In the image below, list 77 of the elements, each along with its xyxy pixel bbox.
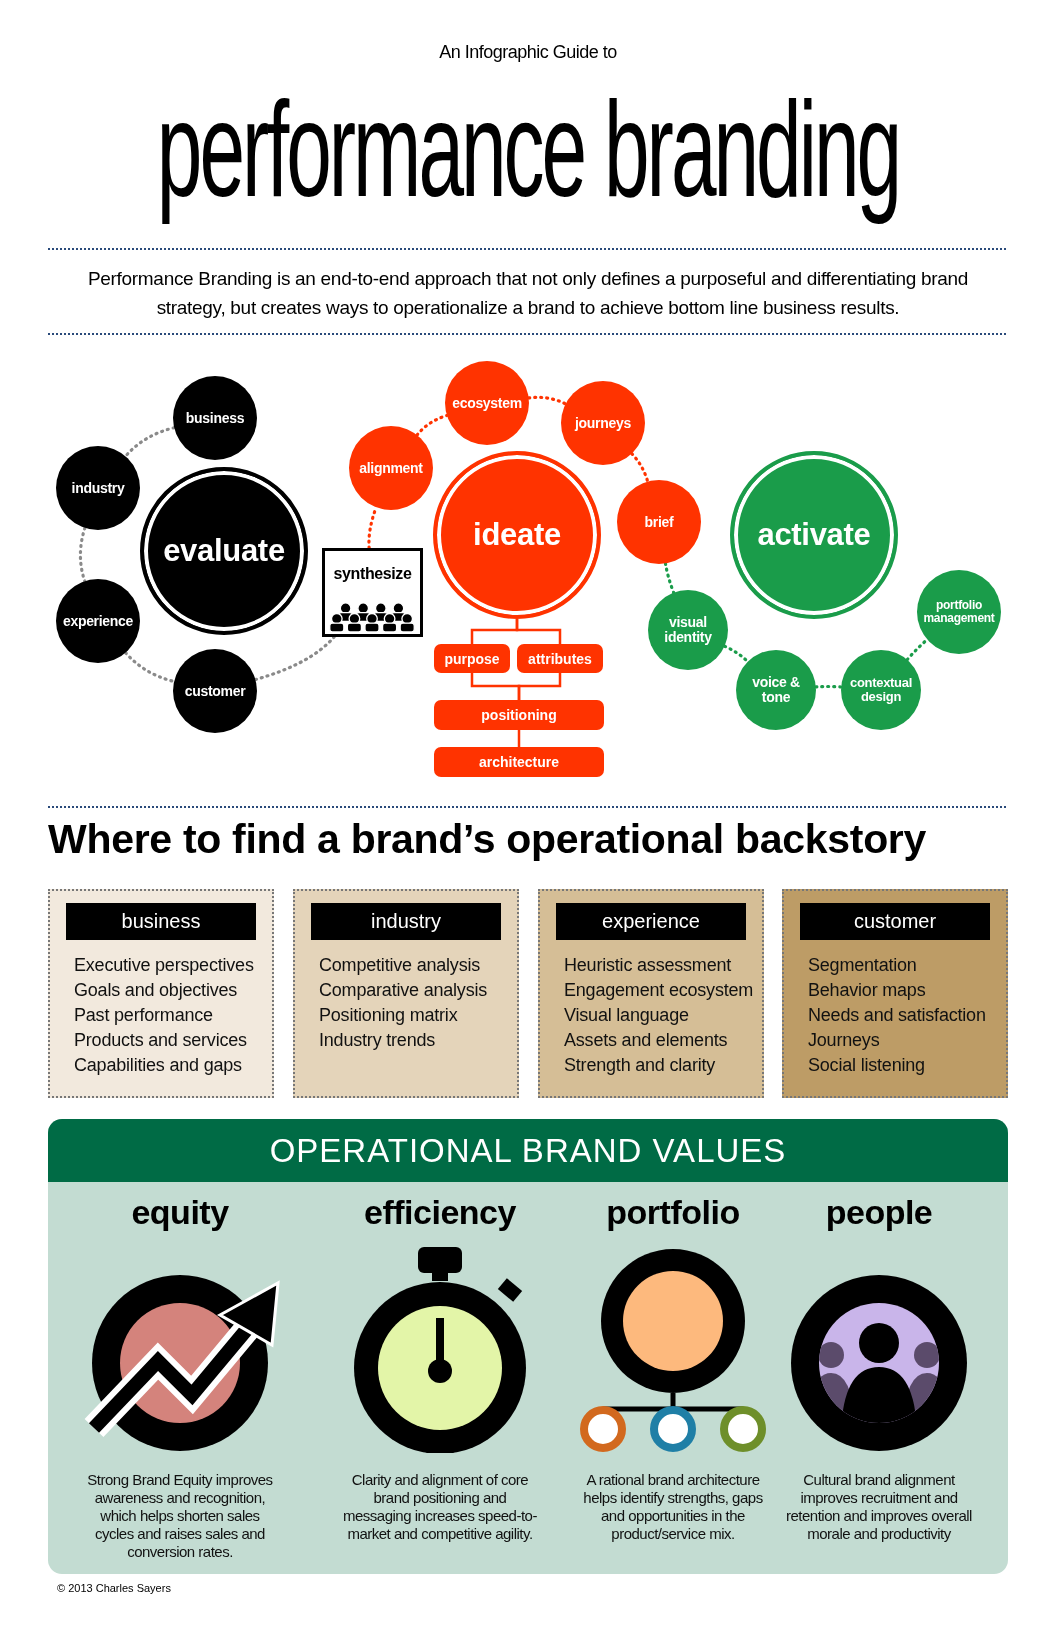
card-header: customer xyxy=(800,903,990,940)
connector xyxy=(515,619,562,644)
card-header: business xyxy=(66,903,256,940)
list-item: Segmentation xyxy=(808,955,917,976)
circle-node: business xyxy=(173,376,257,460)
subtitle-text: An Infographic Guide to xyxy=(438,42,618,63)
list-item: Goals and objectives xyxy=(74,980,238,1001)
process-pill: positioning xyxy=(434,700,604,730)
circle-node: voice & tone xyxy=(736,650,816,730)
circle-node: journeys xyxy=(561,381,645,465)
dotted-connector xyxy=(123,426,176,458)
circle-node: evaluate xyxy=(140,467,308,635)
list-item: Heuristic assessment xyxy=(564,955,732,976)
list-item: Assets and elements xyxy=(564,1030,728,1051)
circle-node: visual identity xyxy=(648,590,728,670)
connector xyxy=(517,673,562,700)
info-card xyxy=(293,889,519,1098)
description-text: Clarity and alignment of core brand positioning and messaging increases speed-to-market and competitive agility. xyxy=(343,1471,537,1543)
column-title: people xyxy=(824,1193,934,1232)
column-title: portfolio xyxy=(605,1193,741,1232)
list-item: Positioning matrix xyxy=(319,1005,458,1026)
panel-header: OPERATIONAL BRAND VALUES xyxy=(48,1119,1008,1182)
dotted-connector xyxy=(415,413,449,437)
dotted-connector xyxy=(663,561,676,595)
card-header: experience xyxy=(556,903,746,940)
circle-node: industry xyxy=(56,446,140,530)
process-pill: architecture xyxy=(434,747,604,777)
process-pill: purpose xyxy=(434,644,510,673)
list-item: Competitive analysis xyxy=(319,955,481,976)
title-text: performance branding xyxy=(155,74,901,226)
info-card xyxy=(48,889,274,1098)
connector xyxy=(517,730,521,747)
description-text: Strong Brand Equity improves awareness and recognition, which helps shorten sales cycles and raises sales and conversion rates. xyxy=(86,1471,274,1561)
circle-node: alignment xyxy=(349,426,433,510)
info-card xyxy=(782,889,1008,1098)
list-item: Comparative analysis xyxy=(319,980,488,1001)
dotted-connector xyxy=(78,526,87,583)
list-item: Products and services xyxy=(74,1030,247,1051)
description-text: Cultural brand alignment improves recruitment and retention and improves overall morale and productivity xyxy=(785,1471,973,1543)
process-pill: attributes xyxy=(517,644,603,673)
values-panel xyxy=(48,1119,1008,1574)
dotted-connector xyxy=(905,637,929,662)
intro-paragraph: Performance Branding is an end-to-end approach that not only defines a purposeful and differentiating brand strategy, but creates ways to operationalize a brand to achieve bottom line business results. xyxy=(86,267,970,320)
list-item: Strength and clarity xyxy=(564,1055,716,1076)
circle-node: activate xyxy=(730,451,898,619)
list-item: Needs and satisfaction xyxy=(808,1005,986,1026)
description-text: A rational brand architecture helps identify strengths, gaps and opportunities in the product/service mix. xyxy=(582,1471,764,1543)
list-item: Social listening xyxy=(808,1055,925,1076)
circle-node: brief xyxy=(617,480,701,564)
process-box xyxy=(322,548,423,637)
circle-node: ideate xyxy=(433,451,601,619)
dotted-connector xyxy=(124,651,176,683)
circle-node: portfolio management xyxy=(917,570,1001,654)
list-item: Capabilities and gaps xyxy=(74,1055,242,1076)
list-item: Past performance xyxy=(74,1005,213,1026)
list-item: Visual language xyxy=(564,1005,689,1026)
column-title: equity xyxy=(130,1193,230,1232)
info-card xyxy=(538,889,764,1098)
list-item: Industry trends xyxy=(319,1030,436,1051)
circle-node: customer xyxy=(173,649,257,733)
list-item: Behavior maps xyxy=(808,980,926,1001)
copyright-note: © 2013 Charles Sayers xyxy=(57,1582,171,1594)
box-label: synthesize xyxy=(332,565,413,583)
dotted-connector xyxy=(630,451,650,484)
list-item: Executive perspectives xyxy=(74,955,254,976)
section-heading: Where to find a brand’s operational backstory xyxy=(48,816,928,863)
circle-node: experience xyxy=(56,579,140,663)
card-header: industry xyxy=(311,903,501,940)
list-item: Journeys xyxy=(808,1030,880,1051)
dotted-connector xyxy=(253,635,336,682)
dotted-connector xyxy=(723,644,750,664)
dotted-connector xyxy=(814,684,843,689)
circle-node: contextual design xyxy=(841,650,921,730)
circle-node: ecosystem xyxy=(445,361,529,445)
dotted-connector xyxy=(527,395,568,406)
list-item: Engagement ecosystem xyxy=(564,980,754,1001)
column-title: efficiency xyxy=(363,1193,517,1232)
